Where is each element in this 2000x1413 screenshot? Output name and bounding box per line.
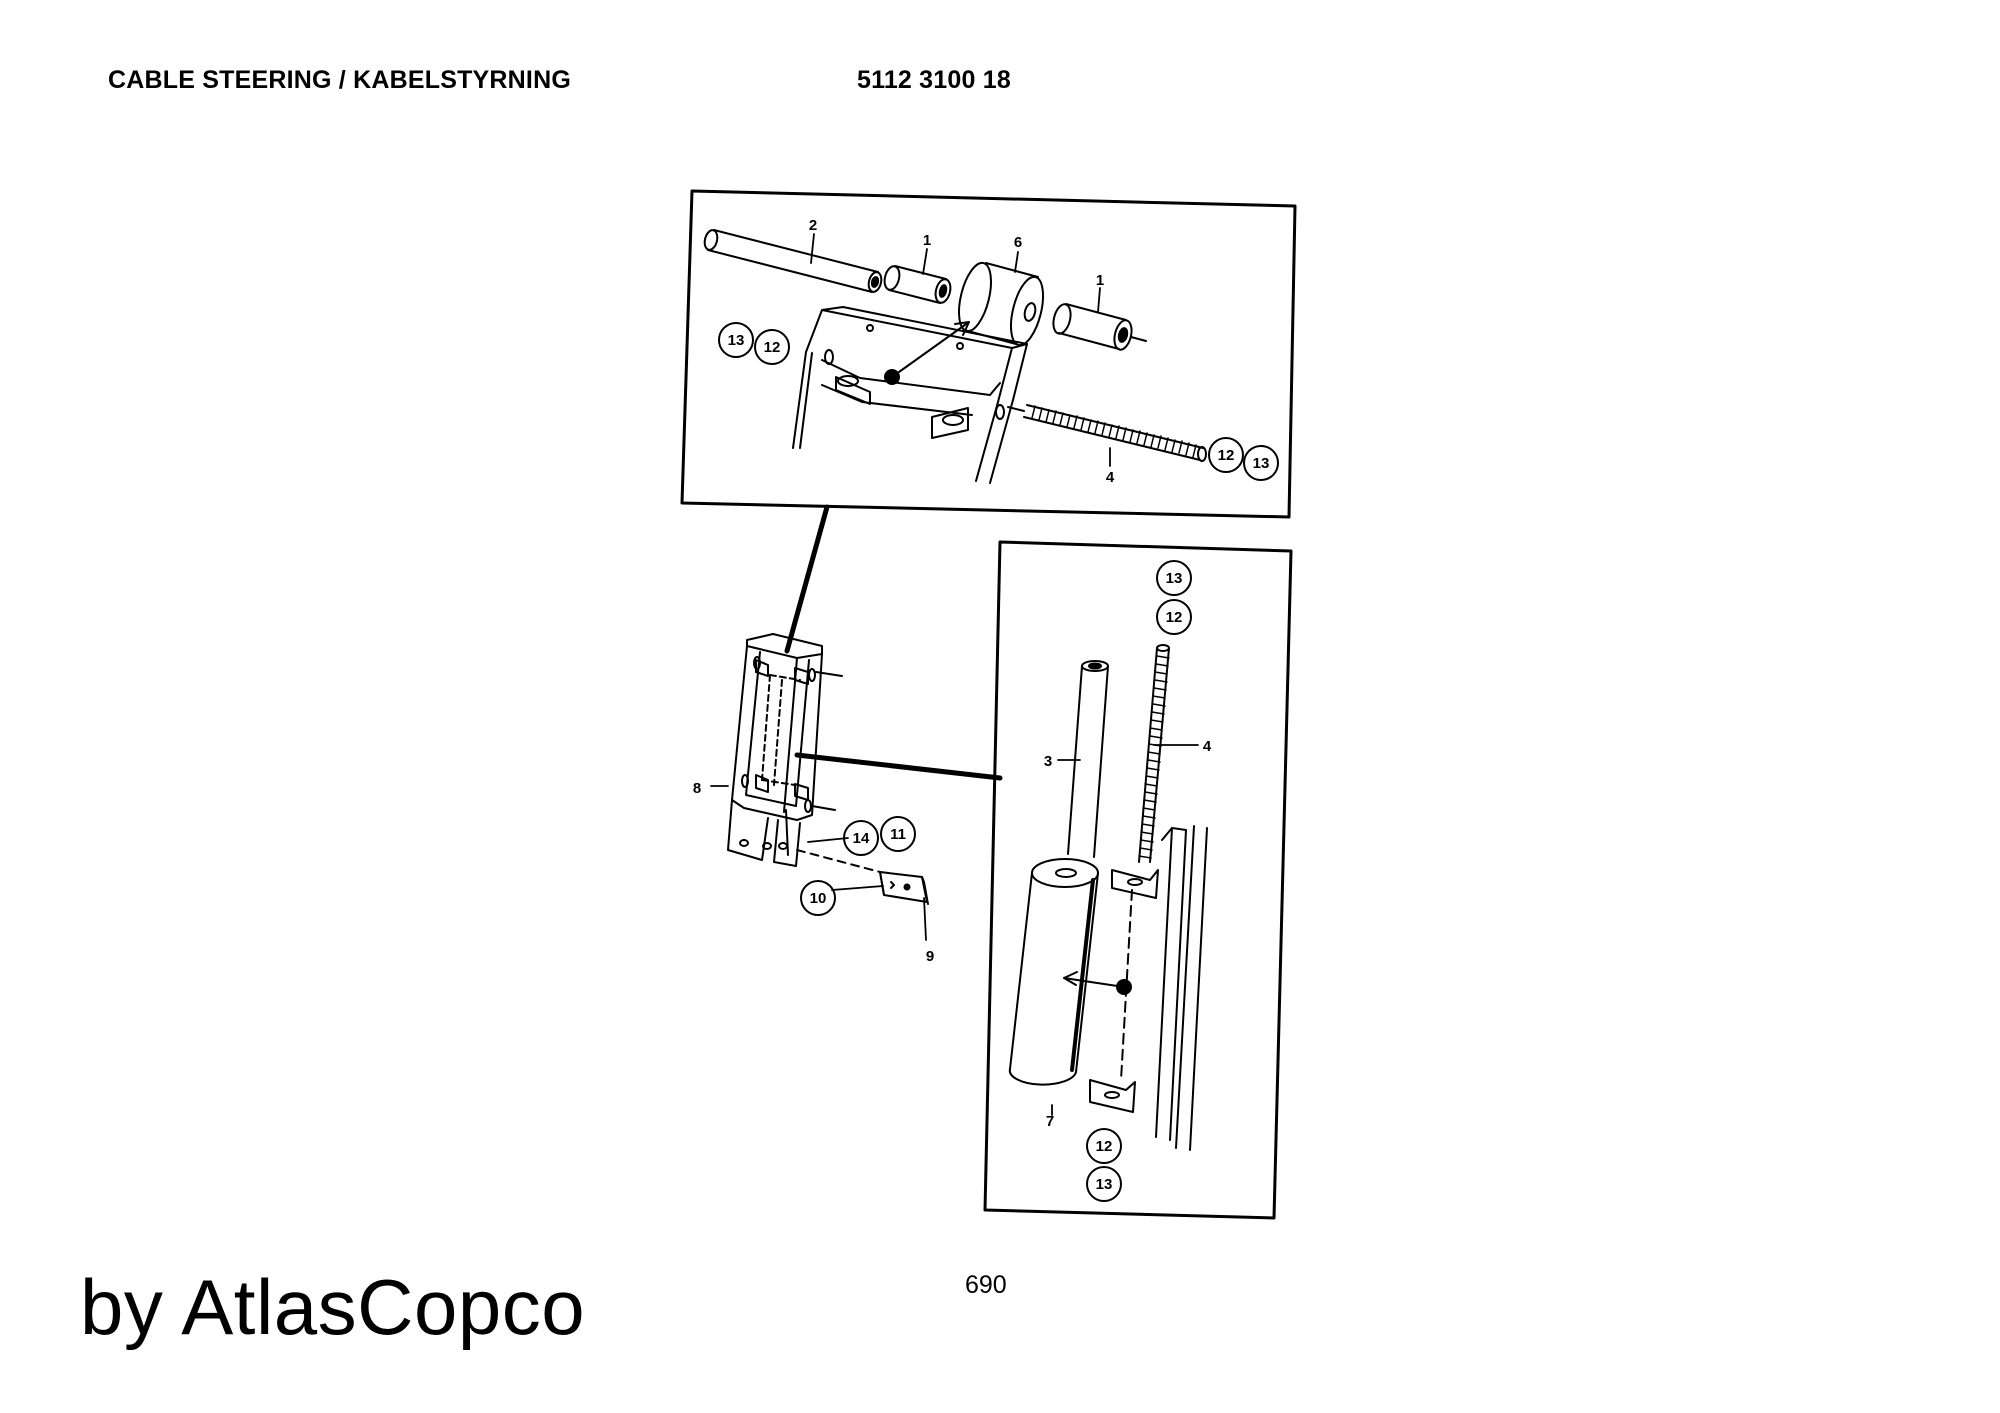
label-part-1-right: 1 [1096, 272, 1104, 289]
brand-text: by AtlasCopco [80, 1263, 586, 1351]
callout-13-top: 13 [728, 332, 745, 349]
part-number: 5112 3100 18 [857, 66, 1011, 94]
label-part-6: 6 [1014, 234, 1022, 251]
label-part-8: 8 [693, 780, 701, 797]
assembly-arrow-top [884, 321, 970, 385]
callout-13-rod: 13 [1253, 455, 1270, 472]
bracket-frame-right [1089, 825, 1208, 1151]
part-bracket-8 [727, 633, 881, 873]
label-part-7: 7 [1046, 1113, 1054, 1130]
document-title: CABLE STEERING / KABELSTYRNING [108, 66, 571, 94]
part-roller-7 [1008, 858, 1099, 1086]
part-bushing-1-left [883, 265, 952, 304]
callout-12-right-top: 12 [1166, 609, 1183, 626]
circled-labels: 13 12 12 13 13 12 14 11 10 12 13 [728, 332, 1270, 1193]
detail-link-line-right [794, 752, 1003, 781]
callout-12-rod: 12 [1218, 447, 1235, 464]
leader-lines [710, 233, 1199, 1116]
part-bushing-1-right [1052, 303, 1147, 351]
part-block-9 [879, 871, 929, 905]
label-part-4-top: 4 [1106, 469, 1115, 486]
callout-circles [718, 322, 1279, 1202]
label-part-1-left: 1 [923, 232, 931, 249]
part-tube-3 [1067, 660, 1109, 858]
callout-12-top: 12 [764, 339, 781, 356]
assembly-arrow-right [1063, 971, 1132, 995]
detail-link-line-top [784, 504, 830, 654]
callout-10: 10 [810, 890, 827, 907]
callout-11: 11 [890, 826, 906, 843]
part-threaded-rod-4-right [1138, 644, 1170, 863]
part-roller-6 [957, 261, 1045, 347]
label-part-2: 2 [809, 217, 817, 234]
label-part-4-right: 4 [1203, 738, 1212, 755]
part-threaded-rod-4-top [1007, 404, 1207, 462]
callout-12-right-bottom: 12 [1096, 1138, 1113, 1155]
top-detail-frame [680, 189, 1297, 519]
bracket-frame-top [792, 306, 1028, 484]
right-detail-frame [983, 540, 1293, 1220]
label-part-9: 9 [926, 948, 934, 965]
callout-13-right-top: 13 [1166, 570, 1183, 587]
part-tube-2 [703, 229, 883, 293]
callout-13-right-bottom: 13 [1096, 1176, 1113, 1193]
label-part-3: 3 [1044, 753, 1052, 770]
part-labels: 2 1 6 1 4 3 4 8 9 7 [693, 217, 1212, 1130]
page-number: 690 [965, 1271, 1007, 1299]
callout-14: 14 [853, 830, 870, 847]
